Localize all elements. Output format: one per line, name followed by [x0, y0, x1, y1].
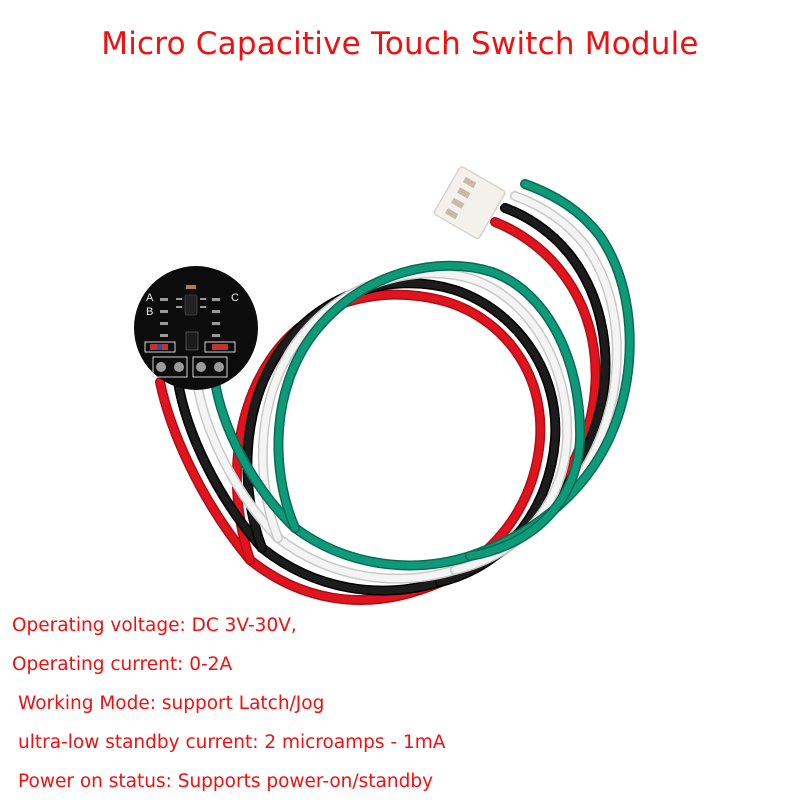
spec-list: Operating voltage: DC 3V-30V, Operating … [12, 606, 445, 801]
board-label-c: C [231, 292, 239, 304]
wire-bundle [155, 179, 635, 605]
spec-operating-voltage: Operating voltage: DC 3V-30V, [12, 615, 297, 636]
board-label-b: B [146, 306, 153, 318]
board-label-a: A [146, 292, 154, 304]
touch-pcb-board: A B C [134, 266, 258, 390]
spec-power-on-status: Power on status: Supports power-on/stand… [18, 771, 434, 792]
spec-working-mode: Working Mode: support Latch/Jog [18, 693, 325, 714]
spec-standby-current: ultra-low standby current: 2 microamps -… [18, 732, 446, 753]
jst-connector [433, 166, 506, 240]
product-title: Micro Capacitive Touch Switch Module [101, 26, 699, 62]
spec-operating-current: Operating current: 0-2A [12, 654, 233, 675]
